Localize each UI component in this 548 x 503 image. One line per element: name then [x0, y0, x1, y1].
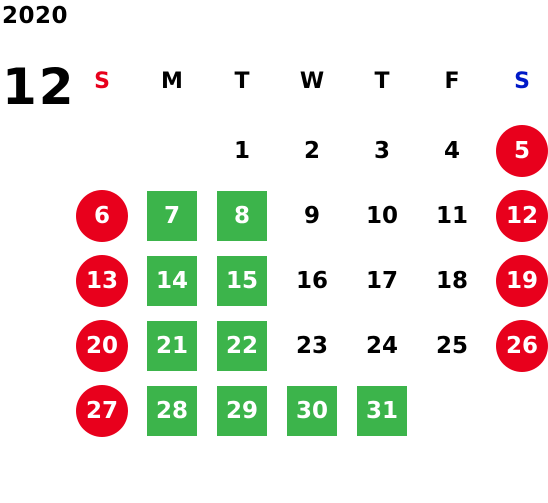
weekend-day-marker: 20 — [76, 320, 128, 372]
weekend-day-marker: 19 — [496, 255, 548, 307]
weekday-header: F — [444, 68, 460, 94]
weekday-header: T — [234, 68, 250, 94]
day-number: 23 — [295, 333, 328, 359]
weekend-day-marker: 26 — [496, 320, 548, 372]
day-cell[interactable]: 6 — [72, 190, 132, 242]
day-cell[interactable]: 8 — [212, 191, 272, 241]
day-cell[interactable]: 4 — [422, 126, 482, 176]
month-number: 12 — [2, 58, 76, 116]
day-number: 25 — [435, 333, 468, 359]
day-number: 11 — [435, 203, 468, 229]
day-cell[interactable]: 11 — [422, 191, 482, 241]
highlighted-day-marker: 7 — [147, 191, 197, 241]
weekday-header: T — [374, 68, 390, 94]
highlighted-day-marker: 28 — [147, 386, 197, 436]
weekend-day-marker: 5 — [496, 125, 548, 177]
day-cell[interactable]: 15 — [212, 256, 272, 306]
day-number: 3 — [373, 138, 390, 164]
day-cell[interactable]: 30 — [282, 386, 342, 436]
weekday-header: S — [514, 68, 530, 94]
day-cell[interactable]: 9 — [282, 191, 342, 241]
highlighted-day-marker: 8 — [217, 191, 267, 241]
highlighted-day-marker: 15 — [217, 256, 267, 306]
day-cell[interactable]: 2 — [282, 126, 342, 176]
day-cell[interactable]: 27 — [72, 385, 132, 437]
day-cell[interactable]: 19 — [492, 255, 548, 307]
day-cell[interactable]: 22 — [212, 321, 272, 371]
day-number: 2 — [303, 138, 320, 164]
day-cell[interactable]: 7 — [142, 191, 202, 241]
day-number: 16 — [295, 268, 328, 294]
day-cell[interactable]: 14 — [142, 256, 202, 306]
day-cell[interactable]: 28 — [142, 386, 202, 436]
weekday-header: W — [299, 68, 325, 94]
day-number: 1 — [233, 138, 250, 164]
day-cell[interactable]: 3 — [352, 126, 412, 176]
day-number: 4 — [443, 138, 460, 164]
day-cell[interactable]: 24 — [352, 321, 412, 371]
day-cell[interactable]: 31 — [352, 386, 412, 436]
day-cell[interactable]: 26 — [492, 320, 548, 372]
year-label: 2020 — [2, 3, 69, 29]
highlighted-day-marker: 21 — [147, 321, 197, 371]
day-number: 24 — [365, 333, 398, 359]
day-number: 10 — [365, 203, 398, 229]
weekday-header: M — [161, 68, 183, 94]
day-cell[interactable]: 29 — [212, 386, 272, 436]
weekend-day-marker: 12 — [496, 190, 548, 242]
weekday-header: S — [94, 68, 110, 94]
day-cell[interactable]: 25 — [422, 321, 482, 371]
day-number: 18 — [435, 268, 468, 294]
weekend-day-marker: 13 — [76, 255, 128, 307]
highlighted-day-marker: 30 — [287, 386, 337, 436]
day-cell[interactable]: 21 — [142, 321, 202, 371]
day-cell[interactable]: 10 — [352, 191, 412, 241]
highlighted-day-marker: 31 — [357, 386, 407, 436]
weekend-day-marker: 27 — [76, 385, 128, 437]
highlighted-day-marker: 22 — [217, 321, 267, 371]
day-cell[interactable]: 13 — [72, 255, 132, 307]
day-cell[interactable]: 1 — [212, 126, 272, 176]
day-cell[interactable]: 20 — [72, 320, 132, 372]
day-cell[interactable]: 23 — [282, 321, 342, 371]
highlighted-day-marker: 29 — [217, 386, 267, 436]
day-number: 17 — [365, 268, 398, 294]
weekend-day-marker: 6 — [76, 190, 128, 242]
highlighted-day-marker: 14 — [147, 256, 197, 306]
day-cell[interactable]: 17 — [352, 256, 412, 306]
day-cell[interactable]: 5 — [492, 125, 548, 177]
day-number: 9 — [303, 203, 320, 229]
day-cell[interactable]: 16 — [282, 256, 342, 306]
day-cell[interactable]: 12 — [492, 190, 548, 242]
day-cell[interactable]: 18 — [422, 256, 482, 306]
